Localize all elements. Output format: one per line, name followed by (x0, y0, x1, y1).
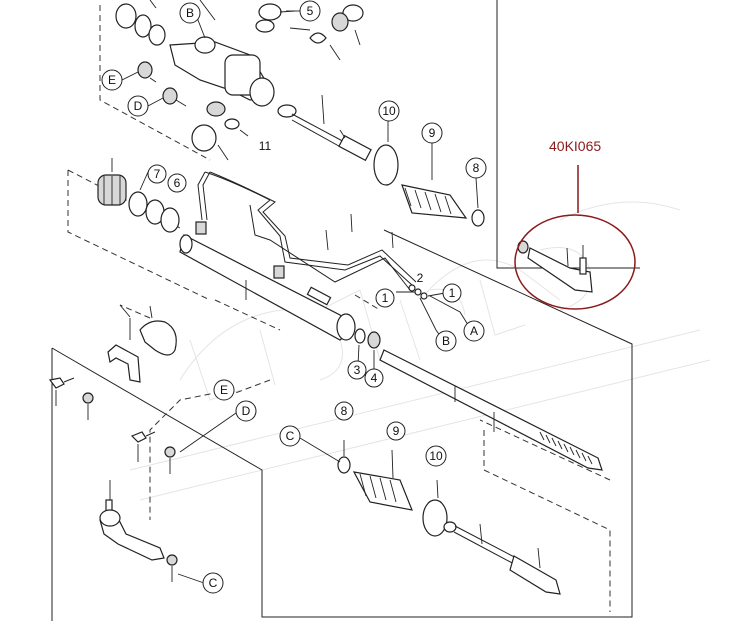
callout-1-right: 1 (442, 283, 462, 303)
pinion-housing-assembly (115, 0, 364, 161)
svg-text:10: 10 (429, 449, 443, 463)
callout-6: 6 (167, 173, 187, 193)
callout-B-mid: B (435, 330, 457, 352)
upper-inner-tie-rod (277, 94, 372, 162)
callout-10-bottom: 10 (425, 445, 447, 467)
fluid-lines (197, 171, 417, 291)
svg-text:9: 9 (429, 126, 436, 140)
callout-8-top: 8 (465, 157, 487, 179)
fasteners (48, 377, 178, 582)
svg-text:1: 1 (382, 291, 389, 305)
frame-lines (51, 0, 640, 621)
svg-text:6: 6 (174, 176, 181, 190)
callout-4: 4 (364, 368, 384, 388)
svg-text:C: C (209, 576, 218, 590)
svg-text:A: A (470, 324, 478, 338)
callout-8-bottom: 8 (334, 401, 354, 421)
part-reference-highlight: 40KI065 (514, 138, 636, 310)
svg-text:8: 8 (473, 161, 480, 175)
callout-E-top: E (101, 69, 139, 91)
svg-text:C: C (286, 429, 295, 443)
svg-text:8: 8 (341, 404, 348, 418)
lower-inner-tie-rod (443, 521, 561, 595)
svg-text:B: B (186, 6, 194, 20)
mounting-clamp (107, 304, 177, 383)
svg-text:7: 7 (154, 167, 161, 181)
svg-text:D: D (134, 99, 143, 113)
svg-text:3: 3 (354, 363, 361, 377)
callout-5: 5 (286, 0, 321, 22)
svg-text:9: 9 (393, 424, 400, 438)
callout-1-left: 1 (375, 288, 395, 308)
outer-tie-rod-end-top (517, 240, 593, 293)
callout-C-bottom: C (177, 572, 224, 594)
svg-text:2: 2 (417, 271, 424, 285)
callout-3: 3 (347, 360, 367, 380)
callout-9-bottom: 9 (386, 421, 406, 441)
housing-seal-stack (97, 158, 180, 233)
svg-text:D: D (242, 404, 251, 418)
callout-D-top: D (127, 95, 164, 117)
callout-E-mid: E (213, 379, 235, 401)
callout-B-top: B (179, 2, 201, 24)
svg-text:4: 4 (371, 371, 378, 385)
callouts: 5 B E D 11 10 (101, 0, 487, 594)
svg-text:E: E (220, 383, 228, 397)
part-reference-label: 40KI065 (549, 138, 601, 154)
rack-housing-tube (179, 221, 356, 341)
svg-text:11: 11 (259, 139, 272, 153)
outer-tie-rod-end-bottom (99, 480, 165, 561)
callout-2: 2 (417, 271, 424, 285)
svg-text:E: E (108, 73, 116, 87)
callout-A: A (463, 320, 485, 342)
callout-10-top: 10 (378, 100, 400, 122)
upper-boot-set (373, 120, 485, 227)
callout-D-mid: D (179, 400, 257, 453)
svg-text:10: 10 (382, 104, 396, 118)
lower-boot-set (337, 440, 448, 537)
callout-C-mid: C (279, 425, 341, 463)
callout-7: 7 (147, 164, 167, 184)
callout-11: 11 (259, 139, 272, 153)
svg-text:5: 5 (307, 4, 314, 18)
dashed-groups (67, 5, 611, 612)
svg-text:1: 1 (449, 286, 456, 300)
callout-9-top: 9 (421, 122, 443, 144)
rack-bar (379, 349, 603, 471)
svg-text:B: B (442, 334, 450, 348)
